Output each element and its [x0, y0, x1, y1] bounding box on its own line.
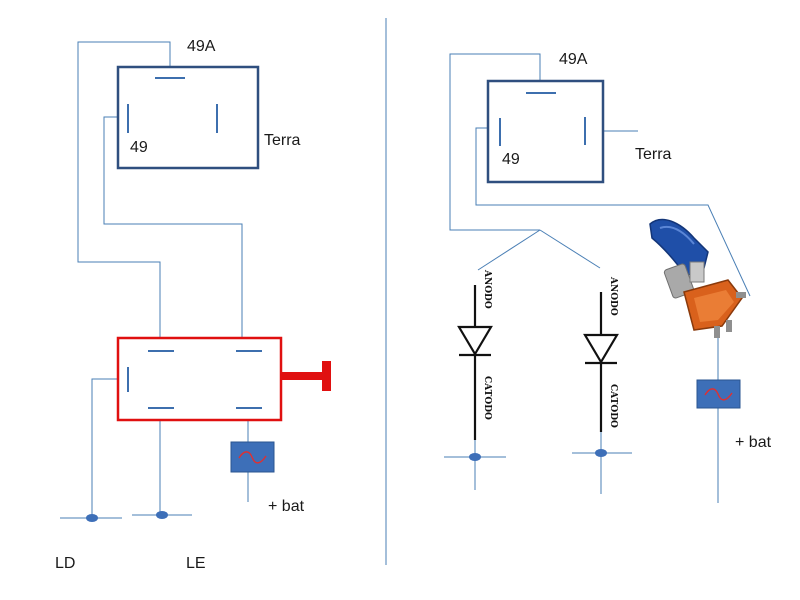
battery-label: + bat [268, 498, 305, 515]
relay-label-terra: Terra [635, 146, 672, 163]
switch-handle [281, 361, 331, 391]
output-label-le: LE [186, 555, 206, 572]
left-switch-block [116, 336, 331, 422]
terminal-dot [469, 453, 481, 461]
fuse-icon [696, 379, 741, 409]
terminal-dot [86, 514, 98, 522]
terminal-dot [156, 511, 168, 519]
relay-label-49: 49 [130, 139, 148, 156]
left-diagram: 49A 49 Terra + bat LD LE [55, 38, 331, 572]
relay-label-terra: Terra [264, 132, 301, 149]
diode-symbol [583, 292, 619, 432]
relay-label-49a: 49A [559, 51, 588, 68]
output-label-ld: LD [55, 555, 75, 572]
diode-cathode-label: CATODO [608, 384, 618, 428]
battery-label: + bat [735, 434, 772, 451]
relay-label-49: 49 [502, 151, 520, 168]
right-relay [486, 79, 605, 184]
relay-label-49a: 49A [187, 38, 216, 55]
terminal-dot [595, 449, 607, 457]
diode-symbol [457, 285, 493, 440]
right-wires [444, 53, 751, 503]
diode-anode-label: ANODO [608, 276, 618, 316]
diode-cathode-label: CATODO [482, 376, 492, 420]
diode-anode-label: ANODO [482, 269, 492, 309]
toggle-switch-icon [649, 218, 746, 338]
left-relay [116, 65, 260, 170]
right-diagram: 49A 49 Terra ANODO CATODO ANODO CATODO [444, 51, 772, 503]
fuse-icon [230, 441, 275, 473]
